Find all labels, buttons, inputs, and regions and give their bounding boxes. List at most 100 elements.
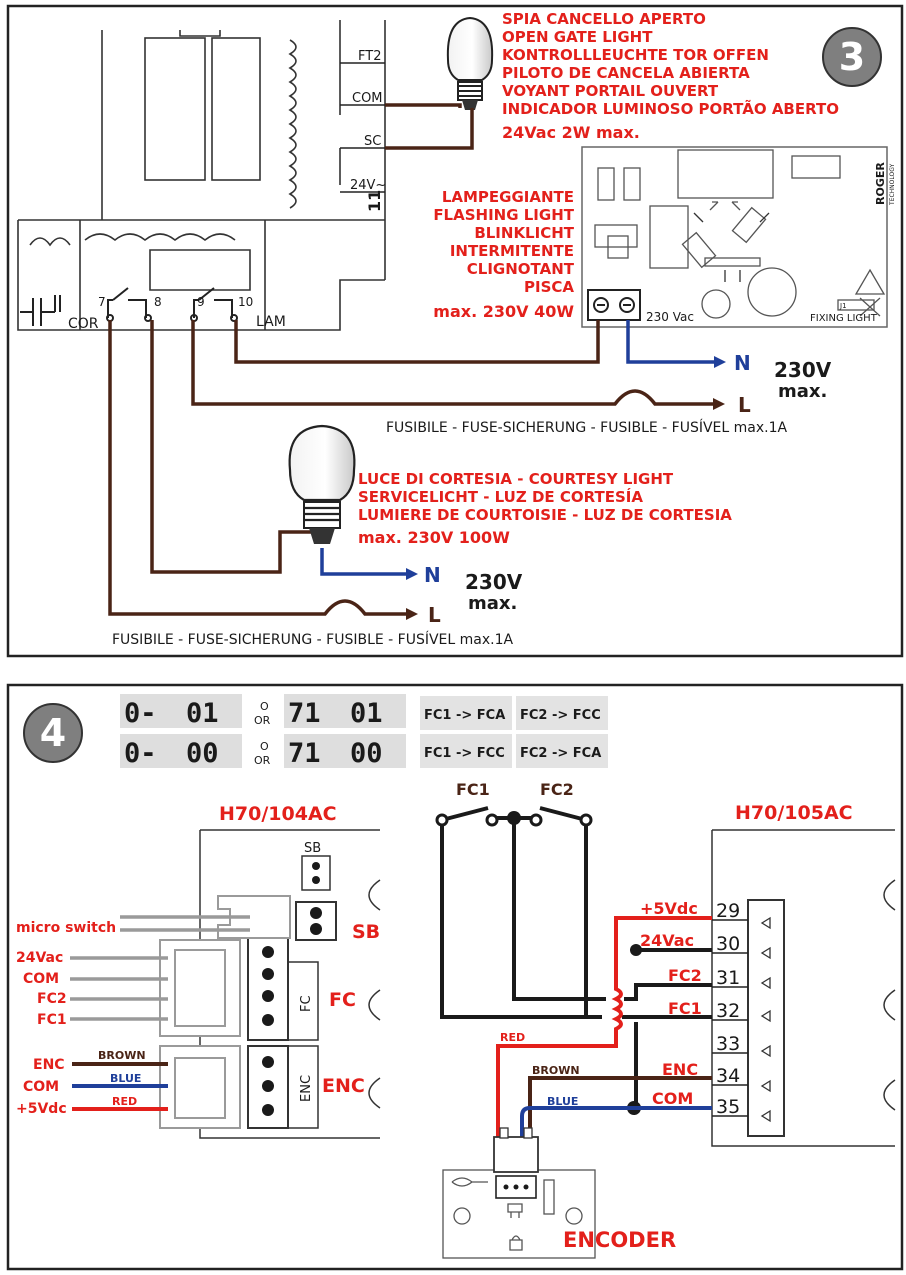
enc-red-label: RED (500, 1031, 525, 1044)
term-34: 34 (716, 1065, 740, 1087)
flash-line-2: FLASHING LIGHT (433, 206, 574, 224)
section-3: FT2 COM SC 24V~ 11 7 COR 8 9 10 LAM (6, 4, 904, 658)
board-brand: ROGER (874, 162, 887, 205)
terminal-9: 9 (197, 295, 205, 309)
v230-label-1: 230V (774, 358, 832, 382)
pilot-line-1: SPIA CANCELLO APERTO (502, 10, 706, 28)
encoder-wires (496, 916, 712, 1140)
display-row-2: 0- 00 71 00 O OR (120, 734, 406, 769)
left-fc2: FC2 (37, 991, 67, 1007)
term-30: 30 (716, 933, 740, 955)
pilot-wires (385, 103, 474, 150)
terminal-10: 10 (238, 295, 253, 309)
left-com-2: COM (23, 1079, 59, 1095)
fc-mapping-table: FC1 -> FCA FC2 -> FCC FC1 -> FCC FC2 -> … (420, 696, 608, 768)
v230-label-2: 230V (465, 570, 523, 594)
courtesy-rating: max. 230V 100W (358, 528, 510, 547)
sb-label: SB (352, 921, 380, 943)
term-33: 33 (716, 1033, 740, 1055)
max-label-1: max. (778, 381, 827, 402)
right-terminal-triangles (760, 916, 771, 1123)
tl-enc: ENC (662, 1060, 698, 1079)
terminal-labels-right: +5Vdc 24Vac FC2 FC1 ENC COM (640, 899, 702, 1108)
left-grey-wires (70, 915, 250, 1021)
enc-brown-label: BROWN (532, 1064, 580, 1077)
display-2c: 71 (288, 738, 321, 769)
courtesy-lamp-icon (288, 424, 356, 544)
terminal-7: 7 (98, 295, 106, 309)
tl-fc1: FC1 (668, 999, 702, 1018)
section-4-frame (6, 683, 904, 1271)
tl-fc2: FC2 (668, 966, 702, 985)
enc-small-label: ENC (299, 1075, 314, 1102)
display-2d: 00 (350, 738, 383, 769)
enc-label: ENC (322, 1075, 365, 1097)
right-terminal-lines (712, 919, 748, 1117)
fc-map-2a: FC1 -> FCC (424, 746, 505, 761)
pilot-lamp-icon (446, 16, 494, 110)
left-brown-label: BROWN (98, 1049, 146, 1062)
board-arrows (693, 212, 770, 282)
left-fc1: FC1 (37, 1012, 67, 1028)
flash-line-5: CLIGNOTANT (467, 260, 575, 278)
courtesy-line-1: LUCE DI CORTESIA - COURTESY LIGHT (358, 470, 674, 488)
flash-rating: max. 230V 40W (433, 302, 574, 321)
switch-fc1: FC1 (456, 780, 490, 799)
courtesy-line-2: SERVICELICHT - LUZ DE CORTESÍA (358, 487, 643, 506)
terminal-com: COM (352, 91, 383, 106)
n-label-1: N (734, 351, 751, 375)
fuse-label-2: FUSIBILE - FUSE-SICHERUNG - FUSIBLE - FU… (112, 631, 514, 648)
display-1b: 01 (186, 698, 219, 729)
display-1a: 0- (124, 698, 157, 729)
right-board (711, 829, 896, 1147)
left-board (199, 829, 381, 1139)
pilot-label: SPIA CANCELLO APERTO OPEN GATE LIGHT KON… (502, 10, 839, 142)
flash-line-4: INTERMITENTE (450, 242, 574, 260)
pilot-line-5: VOYANT PORTAIL OUVERT (502, 82, 719, 100)
wires-3-blue (320, 320, 718, 576)
terminal-11: 11 (365, 190, 384, 212)
step-badge-3: 3 (822, 27, 882, 87)
o-word-2: O (260, 740, 269, 753)
board-230vac: 230 Vac (646, 310, 694, 324)
flash-label: LAMPEGGIANTE FLASHING LIGHT BLINKLICHT I… (433, 188, 574, 321)
step-badge-3-label: 3 (839, 35, 865, 79)
fc-map-1b: FC2 -> FCC (520, 708, 601, 723)
board-j1: J1 (839, 302, 847, 310)
fc-map-2b: FC2 -> FCA (520, 746, 601, 761)
pilot-line-4: PILOTO DE CANCELA ABIERTA (502, 64, 750, 82)
board-brand-sub: TECHNOLOGY (889, 163, 896, 206)
term-35: 35 (716, 1096, 740, 1118)
sb-small-label: SB (304, 841, 321, 856)
tl-com: COM (652, 1089, 693, 1108)
left-com: COM (23, 971, 59, 987)
or-word-1: OR (254, 714, 271, 727)
enc-blue-label: BLUE (547, 1095, 578, 1108)
right-terminal-numbers: 29 30 31 32 33 34 35 (716, 900, 740, 1118)
flash-line-1: LAMPEGGIANTE (442, 188, 574, 206)
pilot-line-6: INDICADOR LUMINOSO PORTÃO ABERTO (502, 99, 839, 118)
step-badge-4: 4 (23, 703, 83, 763)
n-label-2: N (424, 563, 441, 587)
left-board-title: H70/104AC (219, 803, 337, 825)
pilot-line-3: KONTROLLLEUCHTE TOR OFFEN (502, 46, 769, 64)
max-label-2: max. (468, 593, 517, 614)
display-2b: 00 (186, 738, 219, 769)
terminal-lines-3 (340, 62, 385, 193)
wire-arrowheads (406, 356, 726, 580)
term-31: 31 (716, 967, 740, 989)
terminal-sc: SC (364, 134, 381, 149)
right-board-title: H70/105AC (735, 802, 853, 824)
flash-line-6: PISCA (524, 278, 574, 296)
fc-small-label: FC (299, 995, 314, 1012)
flash-line-3: BLINKLICHT (474, 224, 574, 242)
section-4: 4 0- 01 71 01 O OR 0- 00 71 00 O OR (6, 683, 904, 1271)
section-3-frame (6, 4, 904, 658)
relay-contacts (20, 287, 238, 326)
l-label-2: L (428, 603, 441, 627)
l-label-1: L (738, 393, 751, 417)
tl-5vdc: +5Vdc (640, 899, 698, 918)
courtesy-label: LUCE DI CORTESIA - COURTESY LIGHT SERVIC… (358, 470, 732, 547)
switch-fc2: FC2 (540, 780, 574, 799)
display-1c: 71 (288, 698, 321, 729)
